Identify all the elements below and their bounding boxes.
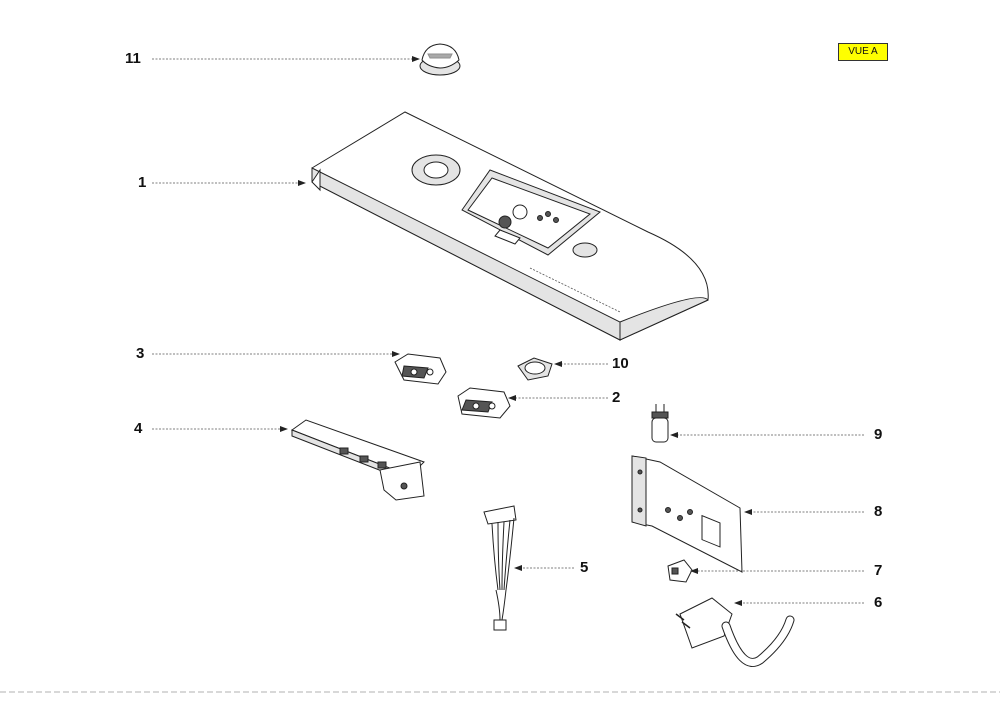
part-3-switch	[394, 353, 447, 385]
callout-3: 3	[136, 345, 145, 362]
callout-2: 2	[612, 389, 621, 406]
callout-1: 1	[138, 174, 147, 191]
leader-lines	[152, 56, 864, 606]
part-5-wiring-harness	[483, 505, 517, 631]
callout-10: 10	[612, 355, 629, 372]
callout-8: 8	[874, 503, 883, 520]
part-10-button	[517, 357, 553, 381]
callout-11: 11	[125, 50, 141, 67]
part-11-knob	[419, 43, 461, 76]
callout-4: 4	[134, 420, 143, 437]
callout-6: 6	[874, 594, 883, 611]
part-8-mounting-plate	[631, 455, 743, 573]
callout-7: 7	[874, 562, 883, 579]
part-1-control-panel	[311, 111, 709, 341]
part-6-power-cord	[675, 597, 795, 667]
callout-5: 5	[580, 559, 589, 576]
view-label-badge: VUE A	[838, 43, 888, 61]
part-4-circuit-board	[290, 419, 425, 501]
part-7-connector	[667, 559, 693, 583]
part-9-filter	[651, 404, 669, 443]
part-2-switch	[457, 387, 511, 419]
callout-9: 9	[874, 426, 883, 443]
